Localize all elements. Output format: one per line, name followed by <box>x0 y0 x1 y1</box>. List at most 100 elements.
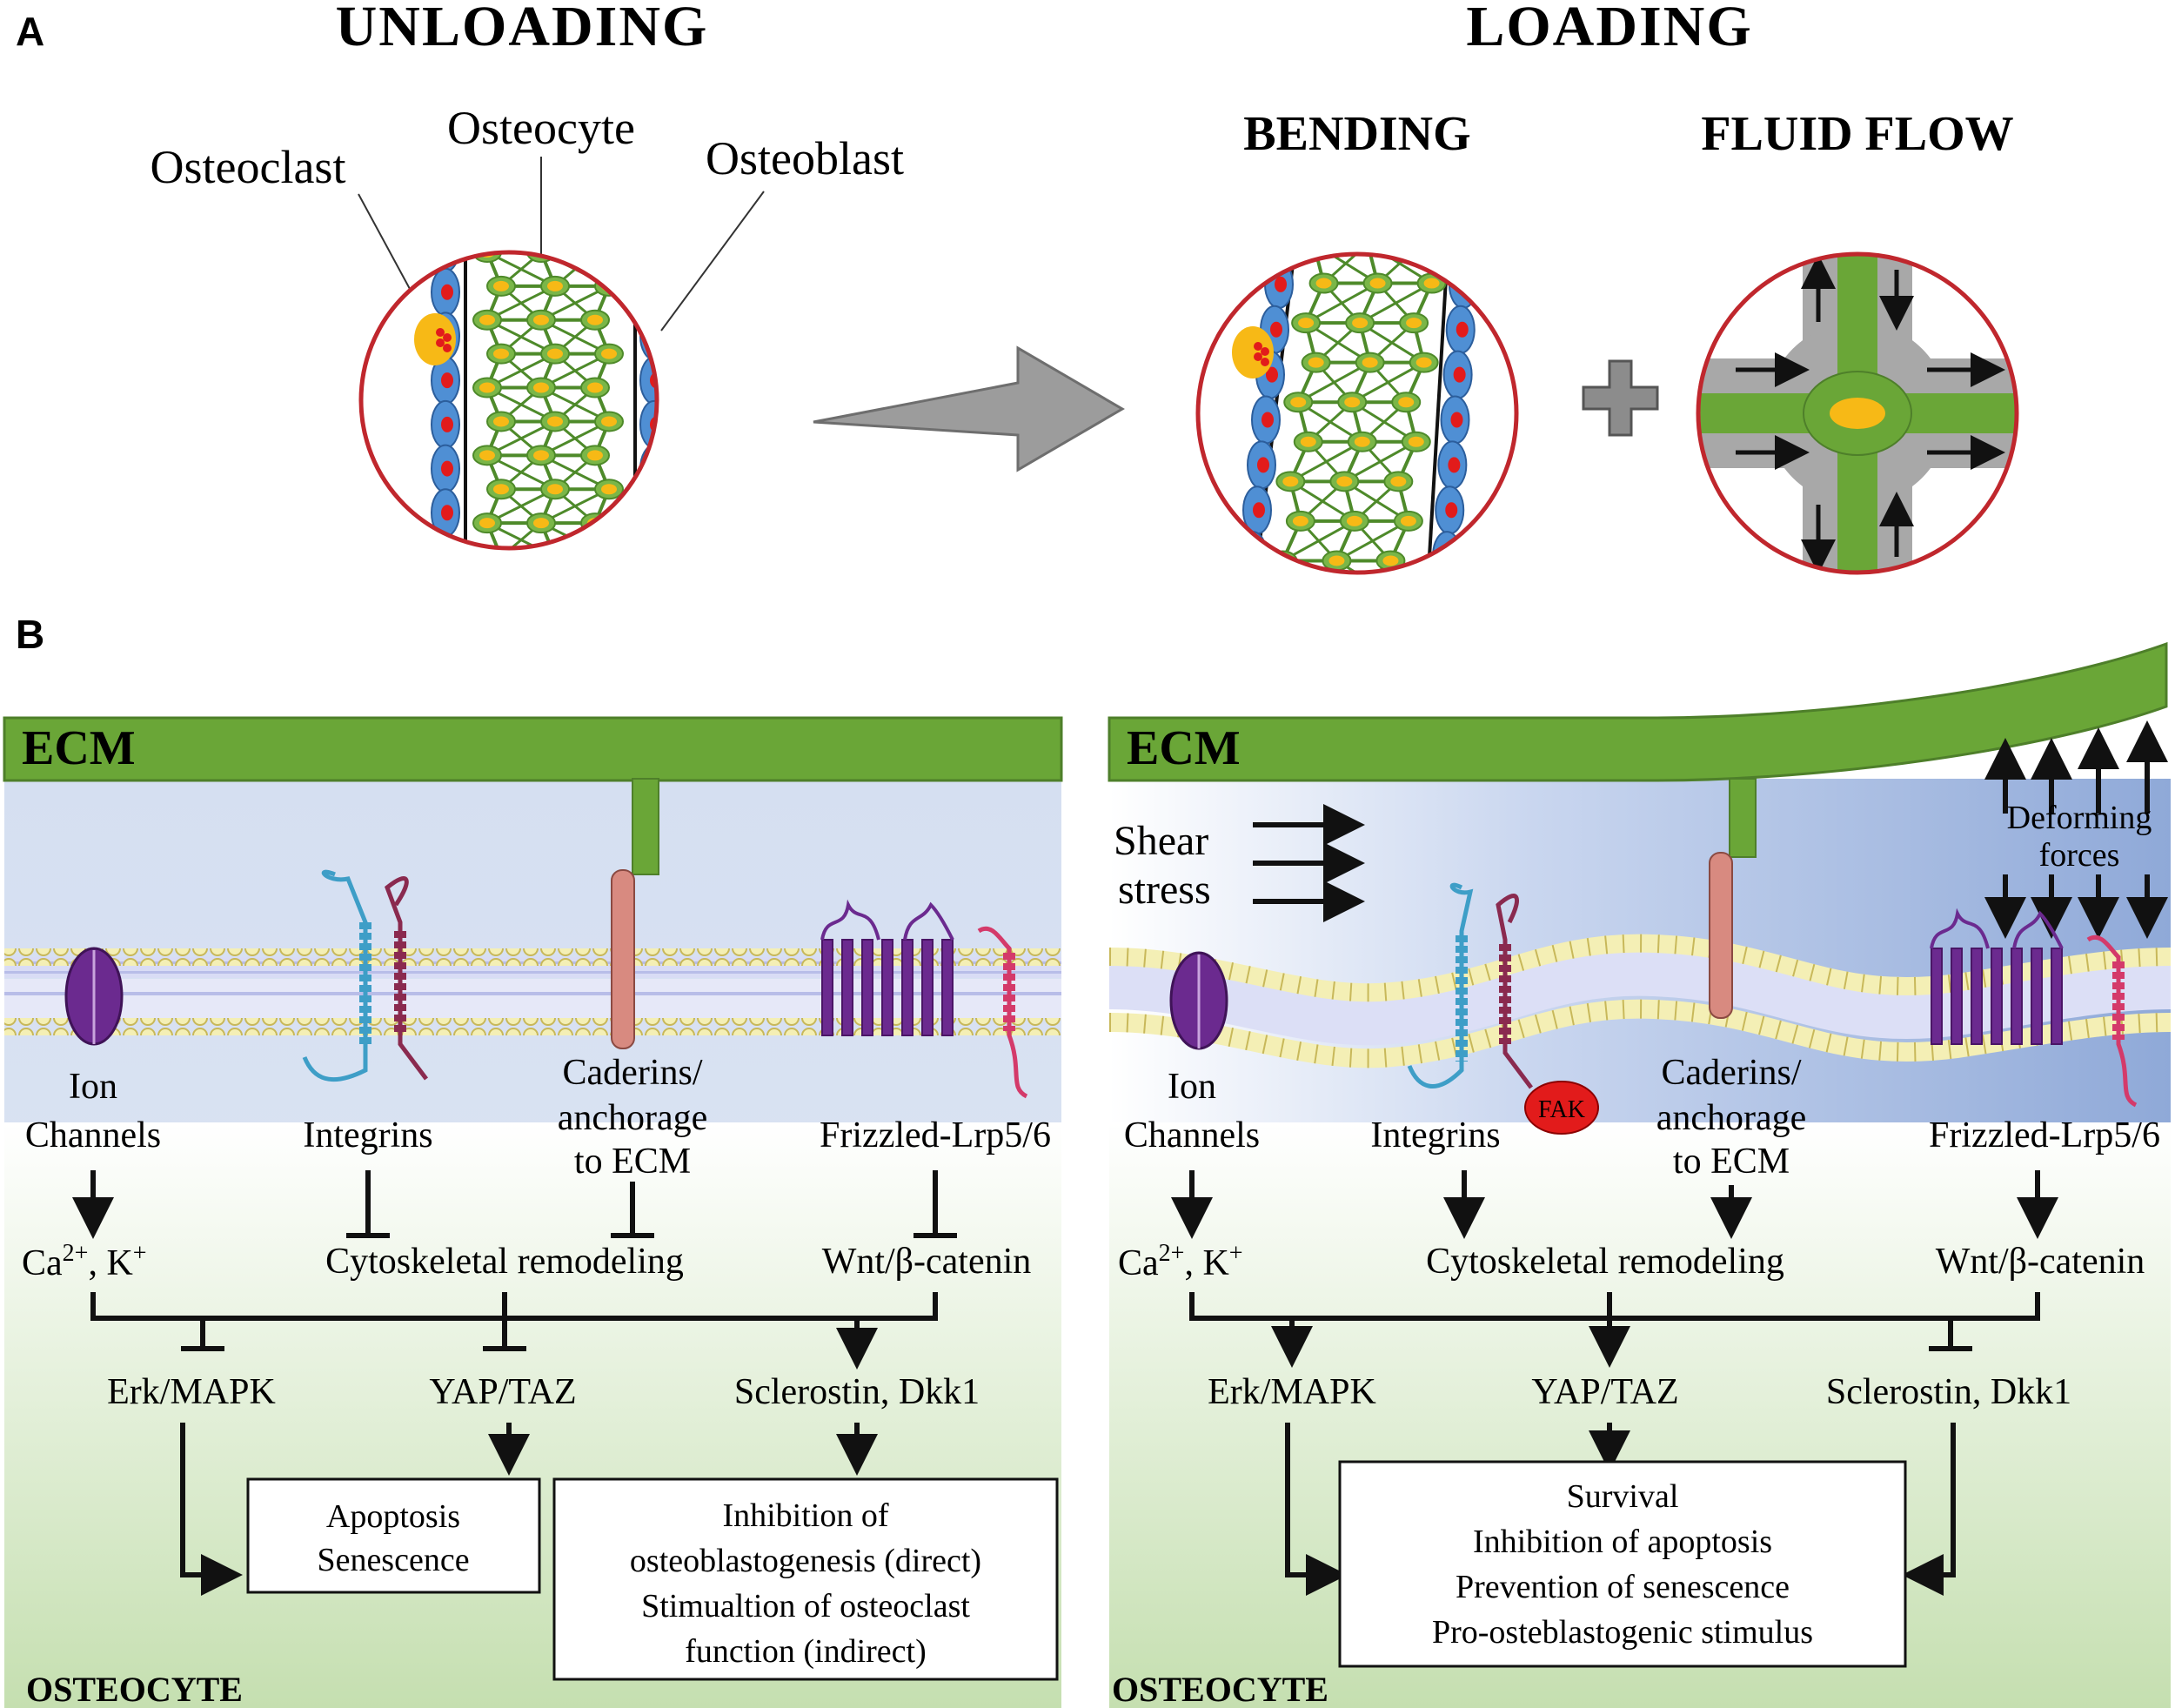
transition-arrow <box>813 345 1125 472</box>
bending-title: BENDING <box>1243 107 1470 161</box>
right-ca-k-label: Ca2+, K+ <box>1118 1240 1243 1283</box>
right-survival-box <box>1338 1460 1907 1668</box>
right-caderins-label-3: to ECM <box>1673 1142 1790 1182</box>
left-wnt-label: Wnt/β-catenin <box>822 1242 1032 1282</box>
loading-title: LOADING <box>1466 0 1752 58</box>
left-inhibition-box <box>552 1477 1059 1681</box>
left-ion-channel-icon <box>64 947 124 1046</box>
osteoblast-label: Osteoblast <box>706 132 904 184</box>
osteocyte-node <box>540 546 570 548</box>
panel-a-label: A <box>16 9 44 54</box>
left-osteocyte-label: OSTEOCYTE <box>26 1670 243 1708</box>
right-box-line2: Inhibition of apoptosis <box>1473 1524 1772 1560</box>
right-box-line4: Pro-osteblastogenic stimulus <box>1432 1614 1813 1651</box>
osteocyte-node <box>1408 234 1436 253</box>
osteoblast-cell <box>639 532 657 548</box>
left-box1-line2: Senescence <box>317 1542 469 1578</box>
left-ion-label-2: Channels <box>25 1115 161 1155</box>
right-ion-label-1: Ion <box>1168 1067 1216 1107</box>
left-caderin-icon <box>611 869 635 1049</box>
left-cell-panel: ECM <box>3 716 1063 1708</box>
right-osteocyte-label: OSTEOCYTE <box>1112 1670 1328 1708</box>
right-ion-channel-icon <box>1169 951 1228 1050</box>
right-integrins-label: Integrins <box>1370 1115 1500 1155</box>
right-ecm-label: ECM <box>1127 721 1241 775</box>
left-box2-line3: Stimualtion of osteoclast <box>641 1588 970 1624</box>
osteocyte-label: Osteocyte <box>447 102 635 154</box>
osteocyte-node <box>1387 591 1415 610</box>
osteoblast-cell <box>1430 577 1458 624</box>
left-yap-label: YAP/TAZ <box>429 1372 576 1412</box>
deform-label-2: forces <box>2039 837 2120 874</box>
osteoblast-cell <box>1451 254 1481 264</box>
left-box2-line2: osteoblastogenesis (direct) <box>630 1543 981 1579</box>
left-ion-label-1: Ion <box>69 1067 117 1107</box>
shear-label-1: Shear <box>1114 818 1208 864</box>
osteoblast-leader <box>660 191 765 332</box>
left-caderins-label-2: anchorage <box>558 1098 708 1138</box>
shear-label-2: stress <box>1118 867 1211 913</box>
osteoclast-cell <box>414 313 456 365</box>
osteoclast-label: Osteoclast <box>151 141 346 193</box>
osteocyte-nucleus <box>1830 398 1885 429</box>
right-cyto-label: Cytoskeletal remodeling <box>1426 1242 1784 1282</box>
left-box2-line4: function (indirect) <box>685 1633 927 1670</box>
left-apoptosis-box <box>246 1477 541 1594</box>
right-ion-label-2: Channels <box>1124 1115 1260 1155</box>
osteoblast-cell <box>639 444 657 493</box>
left-ecm-label: ECM <box>22 721 136 775</box>
osteocyte-node <box>594 546 624 548</box>
right-box-line1: Survival <box>1567 1478 1679 1515</box>
right-ecm-bar <box>1108 641 2168 782</box>
right-integrin-icon <box>1407 882 1533 1089</box>
unloading-bone-circle <box>358 250 659 551</box>
left-erk-label: Erk/MAPK <box>107 1372 276 1412</box>
right-frizzled-icon <box>1930 908 2138 1108</box>
right-box-line3: Prevention of senescence <box>1456 1569 1790 1605</box>
right-cell-panel: ECM Shear stress Deform <box>1108 641 2172 1708</box>
left-frizzled-label: Frizzled-Lrp5/6 <box>820 1115 1051 1155</box>
left-scl-label: Sclerostin, Dkk1 <box>734 1372 980 1412</box>
shear-arrows <box>1253 804 1365 922</box>
deform-label-1: Deforming <box>2007 800 2152 836</box>
osteocyte-node <box>580 252 610 263</box>
left-box2-line1: Inhibition of <box>722 1497 888 1534</box>
fak-label: FAK <box>1538 1096 1585 1123</box>
right-frizzled-label: Frizzled-Lrp5/6 <box>1929 1115 2160 1155</box>
left-integrin-icon <box>302 869 428 1082</box>
osteocyte-node <box>1354 234 1382 253</box>
left-ca-k-label: Ca2+, K+ <box>22 1240 147 1283</box>
fak-icon <box>1524 1081 1599 1135</box>
plus-icon <box>1582 359 1659 437</box>
left-cyto-label: Cytoskeletal remodeling <box>325 1242 684 1282</box>
osteoblast-cell <box>639 267 657 317</box>
fluid-flow-circle <box>1696 251 2019 575</box>
osteoblast-cell <box>639 252 657 272</box>
osteoblast-cell <box>1235 577 1262 624</box>
right-scl-label: Sclerostin, Dkk1 <box>1826 1372 2071 1412</box>
bending-bone-circle <box>1195 234 1519 624</box>
osteocyte-node <box>1279 591 1307 610</box>
osteoblast-cell <box>639 488 657 538</box>
left-caderins-label-3: to ECM <box>574 1142 691 1182</box>
right-caderins-label-1: Caderins/ <box>1662 1053 1802 1093</box>
osteocyte-node <box>1300 234 1328 253</box>
right-erk-label: Erk/MAPK <box>1208 1372 1376 1412</box>
osteoblast-cell <box>1268 254 1298 264</box>
right-yap-label: YAP/TAZ <box>1531 1372 1678 1412</box>
right-caderins-label-2: anchorage <box>1656 1098 1807 1138</box>
panel-b-label: B <box>16 612 44 657</box>
right-wnt-label: Wnt/β-catenin <box>1936 1242 2145 1282</box>
left-caderins-label-1: Caderins/ <box>563 1053 703 1093</box>
left-box1-line1: Apoptosis <box>326 1498 460 1535</box>
osteoblast-cell <box>431 532 460 548</box>
left-frizzled-icon <box>820 899 1028 1099</box>
fluid-flow-title: FLUID FLOW <box>1701 107 2013 161</box>
osteocyte-node <box>1333 591 1361 610</box>
left-integrins-label: Integrins <box>303 1115 432 1155</box>
deform-arrows <box>1984 720 2168 939</box>
left-ecm-bar <box>3 716 1063 782</box>
unloading-title: UNLOADING <box>336 0 709 58</box>
right-caderin-icon <box>1709 852 1733 1019</box>
